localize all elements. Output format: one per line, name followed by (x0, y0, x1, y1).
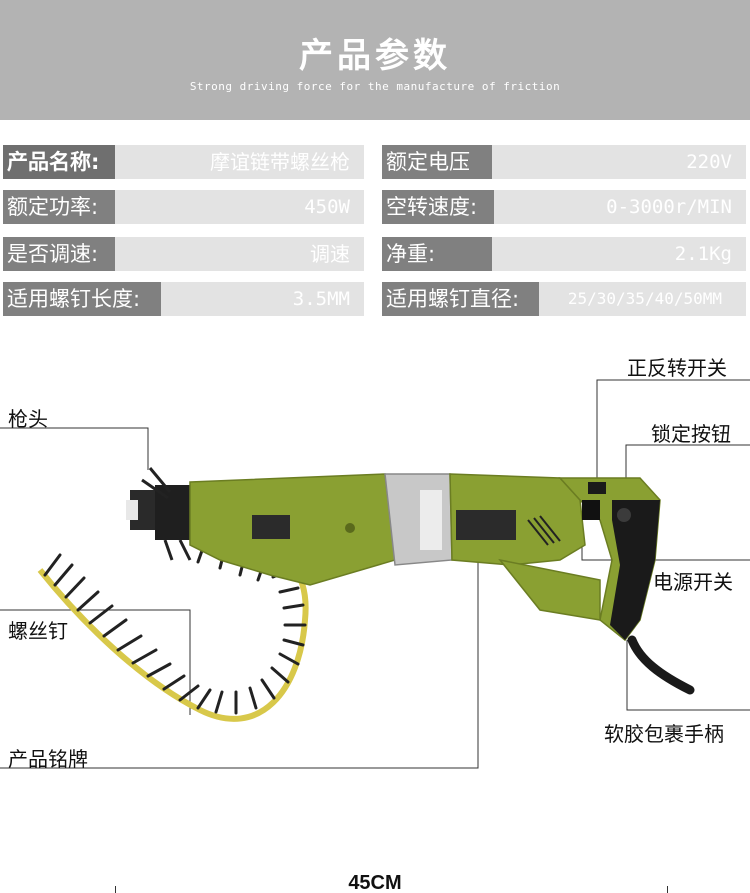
power-switch (582, 500, 600, 520)
spec-label-speed-control: 是否调速: (3, 237, 115, 271)
page-title: 产品参数 (299, 36, 451, 76)
gun-head (126, 467, 195, 561)
page-subtitle: Strong driving force for the manufacture… (189, 80, 561, 93)
reverse-switch (588, 482, 606, 494)
spec-value-voltage: 220V (492, 145, 746, 179)
spec-value-speed-control: 调速 (115, 237, 364, 271)
spec-label-power: 额定功率: (3, 190, 115, 224)
lock-button (617, 508, 631, 522)
leader-lines (0, 379, 750, 769)
spec-label-name: 产品名称: (3, 145, 115, 179)
callout-lock-button: 锁定按钮 (651, 422, 731, 446)
dimension-label: 45CM (348, 872, 402, 893)
callout-soft-grip: 软胶包裹手柄 (604, 722, 724, 746)
spec-value-power: 450W (115, 190, 364, 224)
spec-value-speed: 0-3000r/MIN (494, 190, 746, 224)
spec-label-screw-length: 适用螺钉长度: (3, 282, 161, 316)
spec-label-speed: 空转速度: (382, 190, 494, 224)
spec-label-screw-diameter: 适用螺钉直径: (382, 282, 539, 316)
callout-reverse-switch: 正反转开关 (627, 356, 727, 380)
callout-power-switch: 电源开关 (653, 570, 733, 594)
soft-grip (610, 500, 660, 640)
power-cord (627, 635, 695, 695)
callout-nameplate: 产品铭牌 (8, 747, 88, 771)
spec-value-screw-length: 3.5MM (161, 282, 364, 316)
header-banner: 产品参数 Strong driving force for the manufa… (0, 0, 750, 120)
spec-label-weight: 净重: (382, 237, 492, 271)
dimension-line (115, 886, 668, 893)
spec-label-voltage: 额定电压 (382, 145, 492, 179)
spec-value-screw-diameter: 25/30/35/40/50MM (539, 282, 746, 316)
callout-screw: 螺丝钉 (8, 619, 68, 643)
nameplate (252, 515, 290, 539)
spec-value-weight: 2.1Kg (492, 237, 746, 271)
callout-gun-head: 枪头 (8, 407, 48, 431)
spec-value-name: 摩谊链带螺丝枪 (115, 145, 364, 179)
screw-gun-illustration (0, 379, 750, 769)
